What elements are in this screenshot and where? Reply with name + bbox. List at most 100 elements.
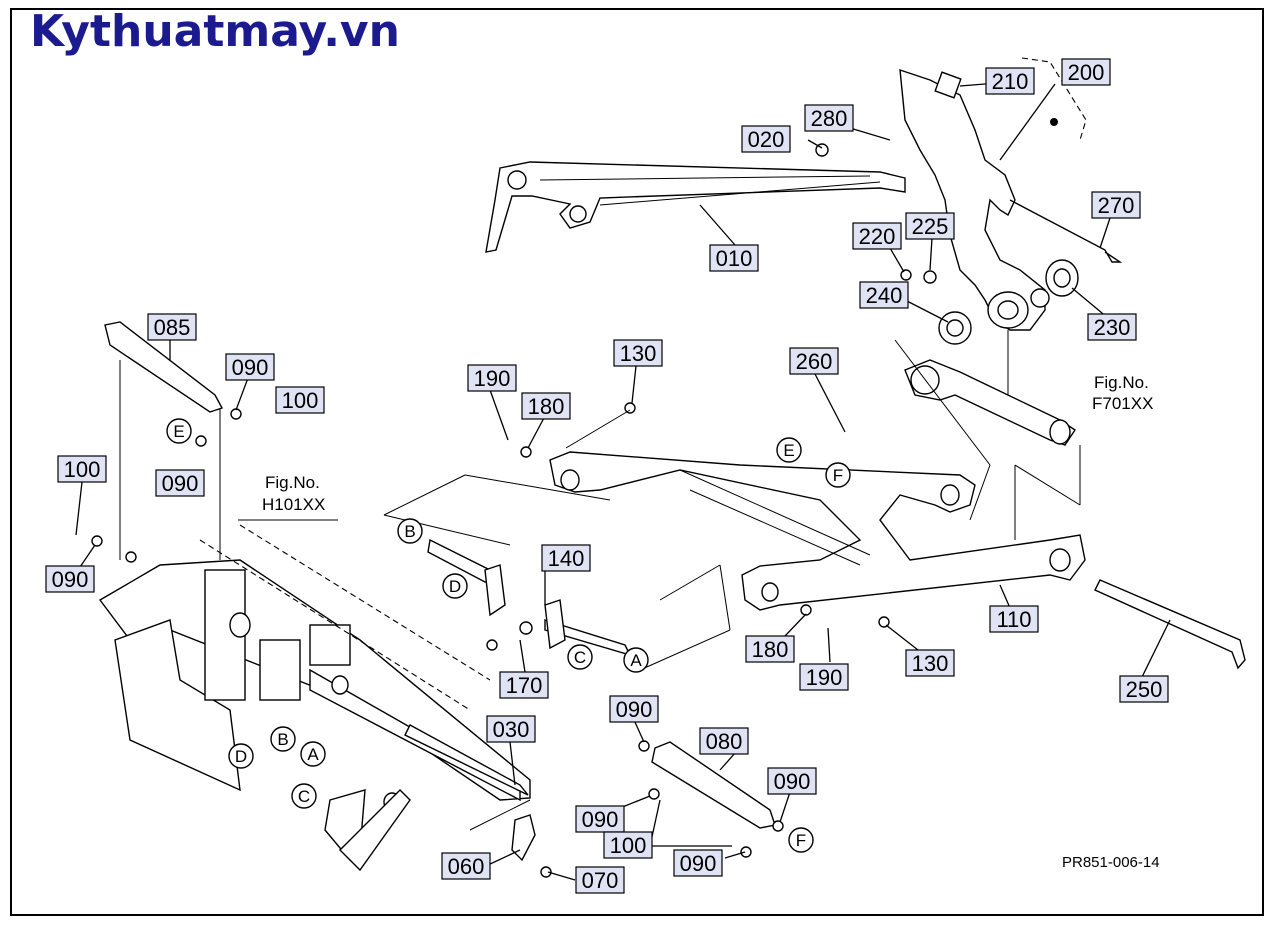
svg-text:B: B	[404, 522, 415, 541]
part-label-110: 110	[989, 605, 1039, 633]
svg-text:090: 090	[616, 697, 653, 722]
frame-h101-drawing	[98, 559, 531, 872]
svg-text:130: 130	[620, 341, 657, 366]
plate-085-drawing	[104, 321, 224, 413]
svg-text:240: 240	[866, 283, 903, 308]
clip-060-drawing	[511, 814, 536, 862]
ref-letter-B-bottom: B	[270, 726, 296, 752]
arm-010-drawing	[485, 161, 906, 253]
part-label-090-d: 090	[609, 695, 659, 723]
svg-text:210: 210	[992, 69, 1029, 94]
svg-text:H101XX: H101XX	[262, 495, 325, 514]
fig-ref-h101: Fig.No. H101XX	[262, 473, 325, 514]
svg-text:090: 090	[774, 769, 811, 794]
svg-text:E: E	[783, 441, 794, 460]
part-label-230: 230	[1087, 313, 1137, 341]
part-label-140: 140	[541, 544, 591, 572]
part-label-190-top: 190	[467, 364, 517, 392]
svg-text:085: 085	[154, 315, 191, 340]
svg-text:080: 080	[706, 729, 743, 754]
svg-text:C: C	[574, 648, 586, 667]
svg-text:270: 270	[1098, 193, 1135, 218]
svg-text:030: 030	[493, 717, 530, 742]
part-label-220: 220	[852, 222, 902, 250]
svg-text:D: D	[235, 747, 247, 766]
ref-letter-C-top: C	[567, 644, 593, 670]
svg-text:060: 060	[448, 854, 485, 879]
ref-letter-F-bottom: F	[788, 827, 814, 853]
svg-text:E: E	[173, 422, 184, 441]
part-label-090-g: 090	[673, 849, 723, 877]
svg-text:220: 220	[859, 224, 896, 249]
svg-text:280: 280	[811, 106, 848, 131]
ref-letter-A-top: A	[623, 647, 649, 673]
part-label-010: 010	[709, 244, 759, 272]
svg-text:070: 070	[582, 868, 619, 893]
part-label-090-f: 090	[575, 805, 625, 833]
reference-letters: E E F F B D C A B A D C	[166, 418, 851, 853]
part-label-130-bottom: 130	[905, 649, 955, 677]
svg-text:140: 140	[548, 546, 585, 571]
svg-text:250: 250	[1126, 677, 1163, 702]
svg-text:B: B	[277, 730, 288, 749]
part-label-060: 060	[441, 852, 491, 880]
part-label-260: 260	[789, 347, 839, 375]
svg-text:D: D	[449, 577, 461, 596]
part-labels: 210 200 280 020 270 225 220 010 240 230 …	[45, 58, 1169, 894]
part-label-090-c: 090	[45, 565, 95, 593]
part-label-090-b: 090	[155, 469, 205, 497]
svg-text:260: 260	[796, 349, 833, 374]
part-label-180-bottom: 180	[745, 635, 795, 663]
part-label-190-bottom: 190	[799, 663, 849, 691]
part-label-225: 225	[905, 212, 955, 240]
svg-text:100: 100	[64, 457, 101, 482]
pin-030-drawing	[404, 724, 529, 796]
arm-f701-drawing	[904, 359, 1076, 446]
svg-text:F: F	[796, 831, 806, 850]
svg-text:100: 100	[610, 833, 647, 858]
pin-270-drawing	[1009, 199, 1123, 263]
drawing-code: PR851-006-14	[1062, 854, 1160, 871]
plate-080-drawing	[651, 741, 776, 829]
svg-text:090: 090	[680, 851, 717, 876]
pins-140-drawing	[427, 538, 632, 657]
svg-text:A: A	[307, 745, 319, 764]
ref-letter-D-bottom: D	[228, 743, 254, 769]
svg-text:180: 180	[752, 637, 789, 662]
svg-text:170: 170	[506, 673, 543, 698]
part-label-240: 240	[859, 281, 909, 309]
svg-text:090: 090	[232, 355, 269, 380]
pin-250-drawing	[1094, 579, 1246, 670]
svg-text:110: 110	[996, 607, 1031, 632]
ref-letter-A-bottom: A	[300, 741, 326, 767]
svg-text:090: 090	[582, 807, 619, 832]
part-label-210: 210	[985, 67, 1035, 95]
ref-letter-C-bottom: C	[291, 783, 317, 809]
part-label-085: 085	[147, 313, 197, 341]
ref-letter-E-left: E	[166, 418, 192, 444]
part-label-200: 200	[1061, 58, 1111, 86]
part-label-100-a: 100	[275, 386, 325, 414]
part-label-180-top: 180	[521, 392, 571, 420]
part-label-020: 020	[741, 125, 791, 153]
part-label-090-e: 090	[767, 767, 817, 795]
bracket-200-drawing	[899, 57, 1087, 331]
svg-text:230: 230	[1094, 315, 1131, 340]
ref-letter-E-right: E	[776, 437, 802, 463]
svg-text:190: 190	[806, 665, 843, 690]
svg-text:090: 090	[52, 567, 89, 592]
part-label-270: 270	[1091, 191, 1141, 219]
svg-text:180: 180	[528, 394, 565, 419]
svg-text:225: 225	[912, 214, 949, 239]
part-label-280: 280	[804, 104, 854, 132]
svg-text:100: 100	[282, 388, 319, 413]
diagram-frame	[10, 8, 1264, 916]
svg-text:C: C	[298, 787, 310, 806]
part-label-170: 170	[499, 671, 549, 699]
part-label-030: 030	[486, 715, 536, 743]
part-label-080: 080	[699, 727, 749, 755]
watermark-logo: Kythuatmay.vn	[30, 6, 400, 57]
fig-ref-f701: Fig.No. F701XX	[1092, 373, 1153, 413]
part-label-250: 250	[1119, 675, 1169, 703]
